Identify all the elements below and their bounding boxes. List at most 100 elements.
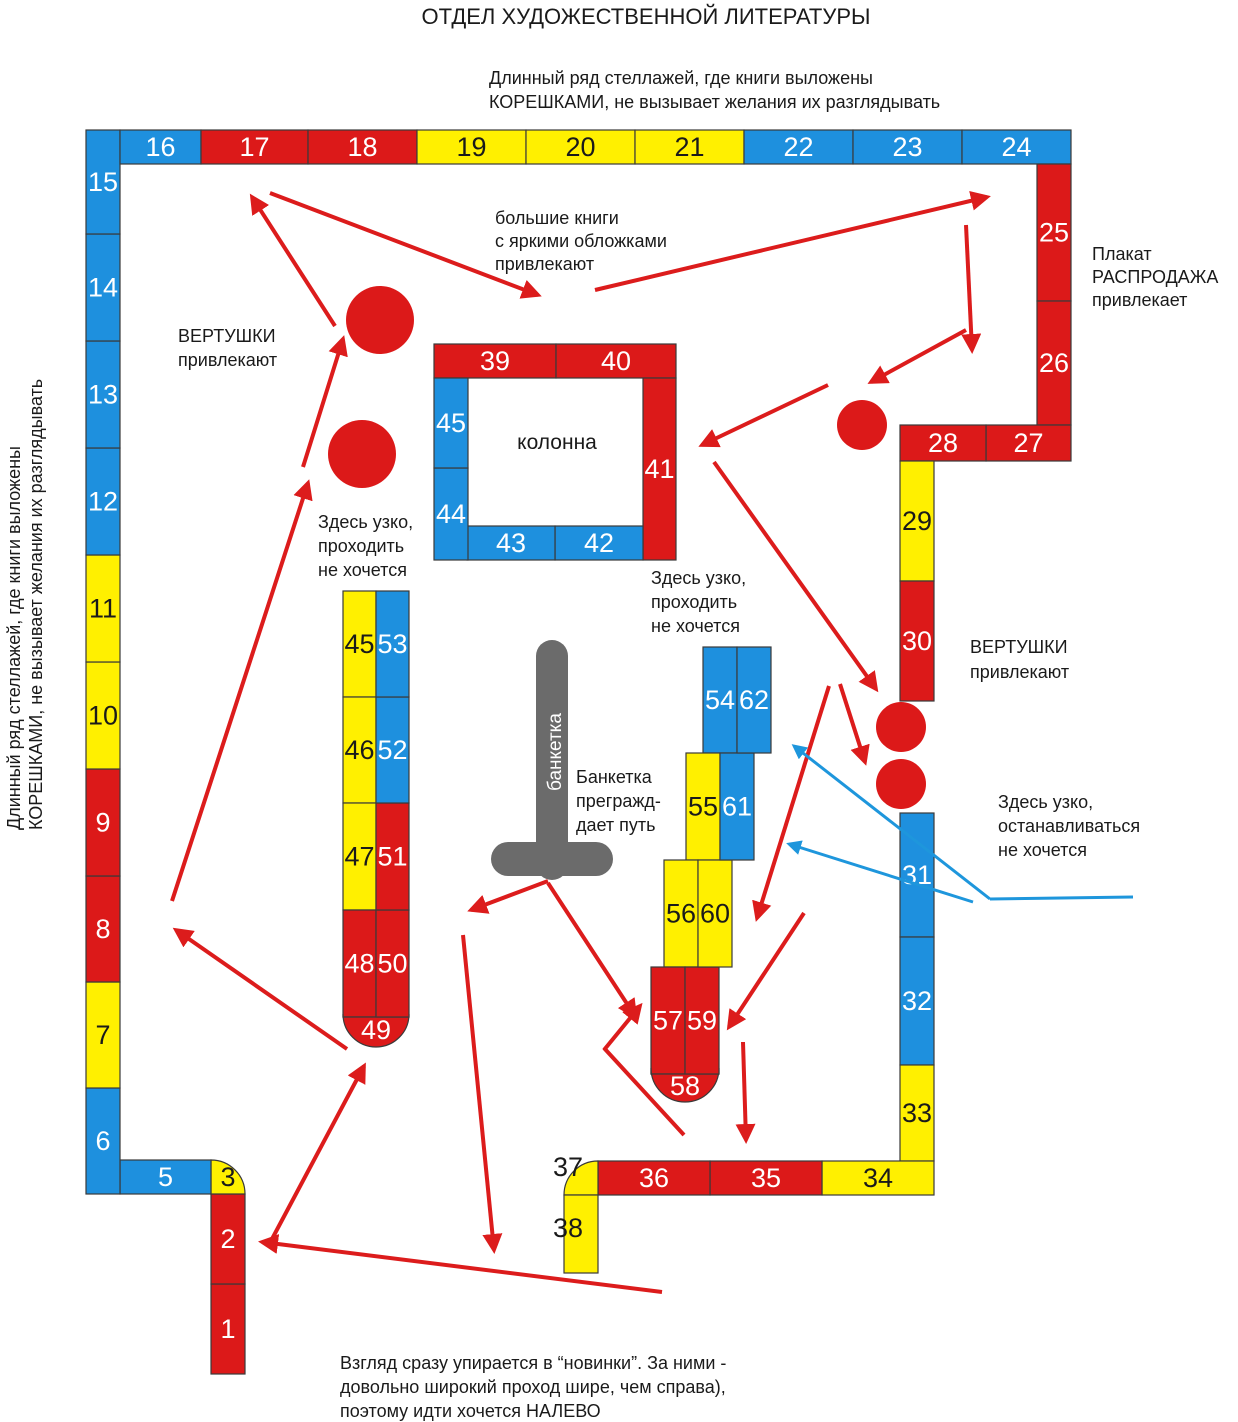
- shelf-37: 37: [553, 1152, 599, 1196]
- shelf-block: [899, 424, 987, 462]
- shelf-block: [342, 802, 377, 911]
- shelf-block: [85, 129, 121, 235]
- shelf-block: [852, 129, 963, 165]
- note-line: Плакат: [1092, 244, 1152, 264]
- shelf-28: 28: [899, 424, 987, 462]
- shelf-number: 8: [95, 914, 110, 944]
- shelf-number: 55: [688, 792, 718, 822]
- shelf-number: 28: [928, 428, 958, 458]
- shelf-36: 36: [597, 1160, 711, 1196]
- shelf-block: [899, 580, 935, 702]
- shelf-block: [736, 646, 772, 754]
- shelf-number: 6: [95, 1126, 110, 1156]
- carousel: [346, 286, 414, 354]
- shelf-block: [85, 340, 121, 449]
- shelf-47: 47: [342, 802, 377, 911]
- shelf-number: 25: [1039, 218, 1069, 248]
- shelf-14: 14: [85, 233, 121, 342]
- shelf-block: [119, 129, 202, 165]
- shelf-block: [85, 1087, 121, 1195]
- shelf-number: 30: [902, 626, 932, 656]
- shelf-block: [85, 447, 121, 556]
- poster-note: Плакат РАСПРОДАЖА привлекает: [1092, 244, 1218, 310]
- note-line: Здесь узко,: [318, 512, 413, 532]
- note-line: останавливаться: [998, 816, 1140, 836]
- shelf-29: 29: [899, 460, 935, 582]
- note-line: не хочется: [651, 616, 740, 636]
- shelf-11: 11: [85, 554, 121, 663]
- shelf-61: 61: [719, 752, 755, 861]
- path-arrow: [735, 1041, 756, 1144]
- shelf-number: 35: [751, 1163, 781, 1193]
- path-arrow: [698, 383, 829, 448]
- note-line: прегражд-: [576, 791, 661, 811]
- note-line: Взгляд сразу упирается в “новинки”. За н…: [340, 1353, 726, 1373]
- path-arrow: [461, 934, 503, 1254]
- shelf-45: 45: [433, 377, 469, 469]
- shelf-22: 22: [743, 129, 854, 165]
- shelf-number: 20: [565, 132, 595, 162]
- note-line: дает путь: [576, 815, 656, 835]
- shelf-8: 8: [85, 875, 121, 983]
- note-line: с яркими обложками: [495, 231, 667, 251]
- shelf-block: [85, 661, 121, 770]
- shelf-57: 57: [650, 966, 686, 1075]
- note-line: поэтому идти хочется НАЛЕВО: [340, 1401, 601, 1421]
- shelf-number: 59: [687, 1006, 717, 1036]
- shelf-number: 37: [553, 1152, 583, 1182]
- shelf-number: 42: [584, 528, 614, 558]
- shelf-block: [684, 966, 720, 1075]
- shelf-62: 62: [736, 646, 772, 754]
- shelf-number: 54: [705, 685, 735, 715]
- shelf-18: 18: [307, 129, 418, 165]
- shelf-block: [433, 467, 469, 561]
- shelf-19: 19: [416, 129, 527, 165]
- shelf-number: 56: [666, 899, 696, 929]
- shelf-number: 49: [361, 1015, 391, 1045]
- shelf-block: [200, 129, 309, 165]
- shelf-43: 43: [466, 525, 556, 561]
- note-line: РАСПРОДАЖА: [1092, 267, 1218, 287]
- shelf-number: 13: [88, 380, 118, 410]
- shelf-block: [416, 129, 527, 165]
- shelf-51: 51: [375, 802, 410, 911]
- shelf-number: 22: [783, 132, 813, 162]
- path-arrow: [258, 1234, 663, 1294]
- shelf-53: 53: [375, 590, 410, 698]
- pointer-arrow: [791, 744, 991, 901]
- note-line: привлекают: [178, 350, 277, 370]
- shelf-block: [433, 377, 469, 469]
- shelf-number: 3: [220, 1162, 235, 1192]
- shelf-block: [375, 802, 410, 911]
- bench-body: [536, 640, 568, 880]
- shelf-number: 14: [88, 273, 118, 303]
- shelf-17: 17: [200, 129, 309, 165]
- shelf-block: [634, 129, 745, 165]
- shelf-block: [650, 1067, 720, 1103]
- path-arrow: [602, 1002, 643, 1052]
- shelf-45: 45: [342, 590, 377, 698]
- note-line: не хочется: [318, 560, 407, 580]
- shelf-block: [821, 1160, 935, 1196]
- shelf-23: 23: [852, 129, 963, 165]
- shelf-block: [85, 554, 121, 663]
- note-line: КОРЕШКАМИ, не вызывает желания их разгля…: [26, 379, 46, 830]
- note-line: проходить: [318, 536, 404, 556]
- shelf-block: [702, 646, 738, 754]
- shelf-48: 48: [342, 909, 377, 1018]
- shelf-13: 13: [85, 340, 121, 449]
- shelf-41: 41: [642, 377, 677, 561]
- shelf-3: 3: [210, 1159, 246, 1195]
- shelf-25: 25: [1036, 163, 1072, 302]
- shelf-number: 36: [639, 1163, 669, 1193]
- shelf-number: 33: [902, 1098, 932, 1128]
- section-title: ОТДЕЛ ХУДОЖЕСТВЕННОЙ ЛИТЕРАТУРЫ: [422, 4, 871, 29]
- shelf-1: 1: [210, 1283, 246, 1375]
- shelf-number: 27: [1013, 428, 1043, 458]
- shelf-56: 56: [663, 859, 699, 968]
- carousels-right-note: ВЕРТУШКИ привлекают: [970, 637, 1069, 682]
- shelf-number: 24: [1001, 132, 1031, 162]
- shelf-20: 20: [525, 129, 636, 165]
- shelf-number: 40: [601, 346, 631, 376]
- note-line: Длинный ряд стеллажей, где книги выложен…: [489, 68, 873, 88]
